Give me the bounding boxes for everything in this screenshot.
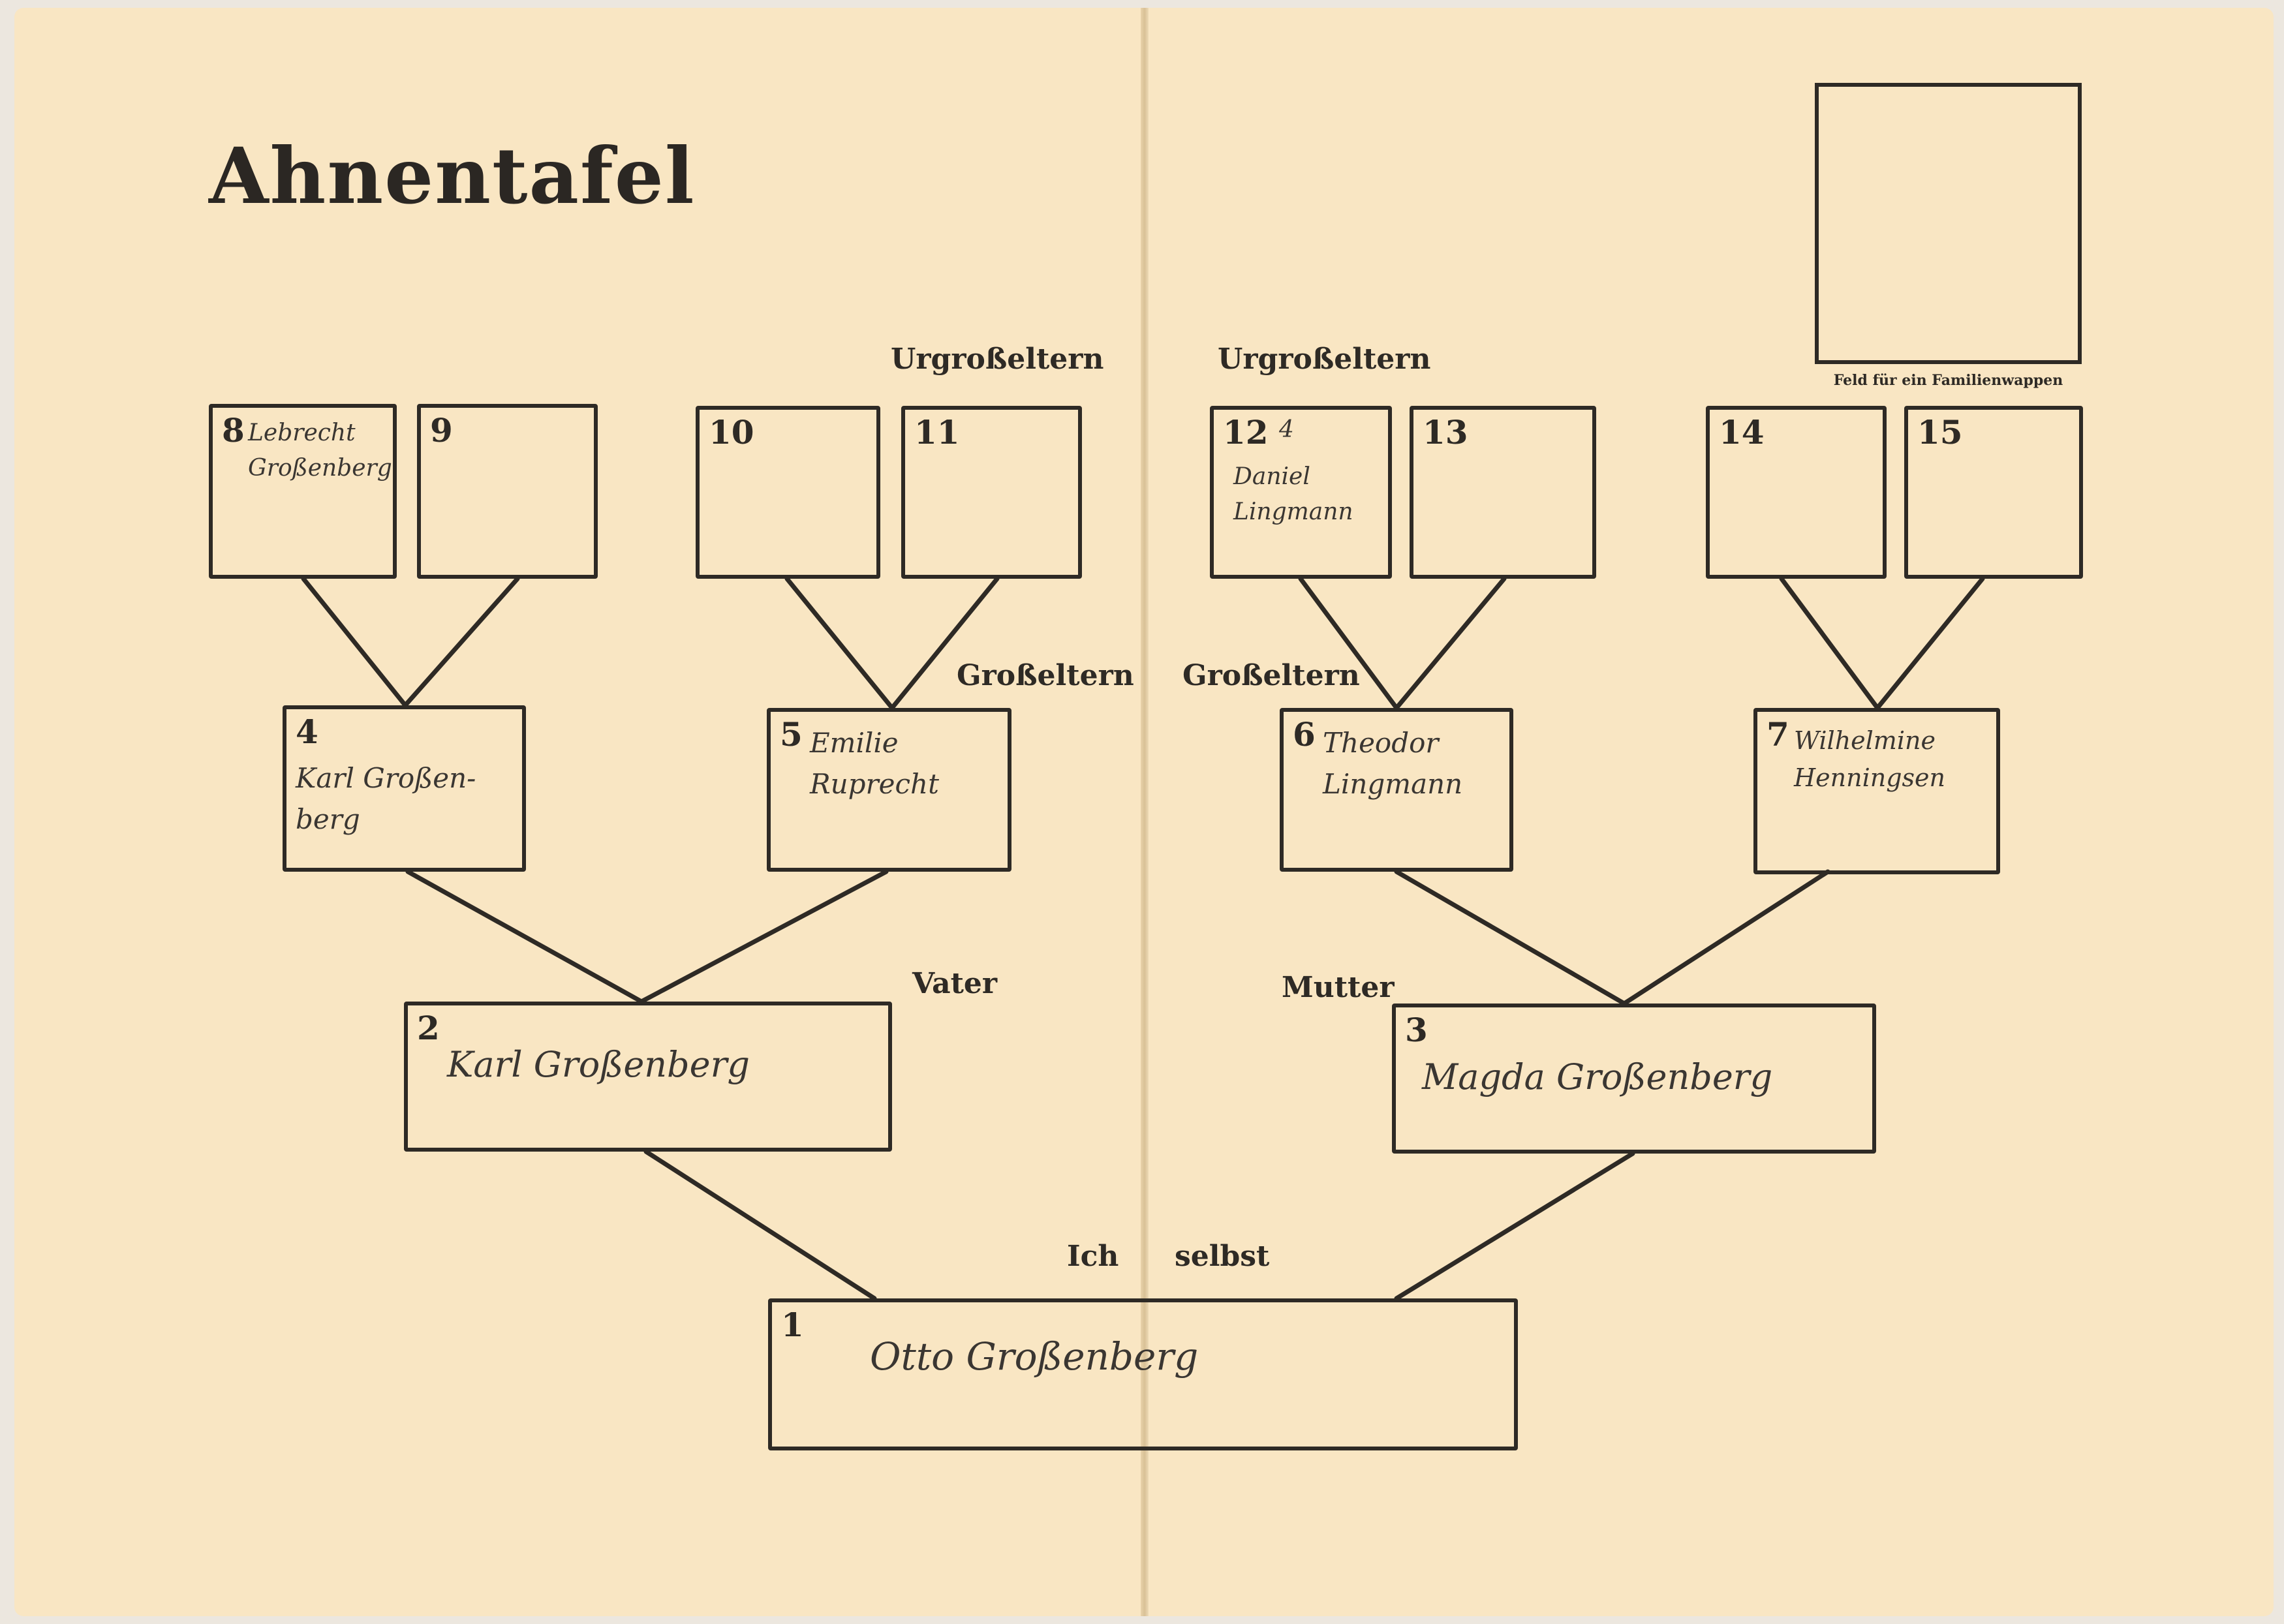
ancestor-name: Karl Großen-berg <box>296 762 476 835</box>
ancestor-box-13: 13 <box>1410 406 1596 579</box>
ancestor-number: 12 <box>1223 413 1269 452</box>
connector-3-to-1 <box>1394 1151 1635 1301</box>
ancestor-box-4: 4 Karl Großen-berg <box>283 705 526 872</box>
ancestor-box-8: 8 Lebrecht Großenberg <box>209 404 397 579</box>
ancestor-name: Karl Großenberg <box>447 1044 750 1085</box>
ancestor-name: Otto Großenberg <box>870 1334 1199 1379</box>
ancestor-number: 3 <box>1405 1011 1428 1049</box>
ancestor-box-5: 5 Emilie Ruprecht <box>767 708 1011 872</box>
label-mother: Mutter <box>1282 971 1395 1004</box>
label-grandparents-left: Großeltern <box>957 659 1134 692</box>
label-father: Vater <box>912 967 998 1000</box>
ancestor-box-2-father: 2 Karl Großenberg <box>404 1002 892 1152</box>
connector-2-3-to-1 <box>643 1149 877 1301</box>
ancestor-name: Emilie Ruprecht <box>810 727 939 800</box>
label-grandparents-right: Großeltern <box>1182 659 1360 692</box>
ancestor-name: Lebrecht Großenberg <box>248 420 392 482</box>
ancestor-box-11: 11 <box>901 406 1082 579</box>
family-crest-field <box>1815 83 2082 364</box>
ancestor-name: Wilhelmine Henningsen <box>1794 726 1945 792</box>
label-great-grandparents-left: Urgroßeltern <box>891 343 1104 376</box>
connector-14-15-to-7 <box>1779 576 1985 712</box>
ancestor-number: 10 <box>709 413 754 452</box>
label-self-ich: Ich <box>1067 1240 1119 1273</box>
crest-caption: Feld für ein Familienwappen <box>1833 372 2063 389</box>
ancestor-number: 13 <box>1423 413 1468 452</box>
ancestor-box-12: 12 4 Daniel Lingmann <box>1210 406 1392 579</box>
right-page <box>1147 8 2274 1616</box>
book-spine <box>1141 8 1149 1616</box>
ancestor-note: 4 <box>1279 416 1294 443</box>
ancestor-number: 4 <box>296 712 318 751</box>
ancestor-name: Daniel Lingmann <box>1233 463 1353 525</box>
ancestor-box-6: 6 Theodor Lingmann <box>1280 708 1513 872</box>
ancestor-box-14: 14 <box>1706 406 1887 579</box>
ancestor-number: 8 <box>222 411 245 450</box>
label-self-selbst: selbst <box>1175 1240 1270 1273</box>
ancestor-box-15: 15 <box>1904 406 2083 579</box>
ancestor-box-10: 10 <box>696 406 880 579</box>
ancestor-number: 15 <box>1917 413 1963 452</box>
page-title: Ahnentafel <box>209 130 696 221</box>
ancestor-number: 5 <box>780 715 803 754</box>
ancestor-box-7: 7 Wilhelmine Henningsen <box>1753 708 2000 874</box>
ancestor-box-1-self: 1 Otto Großenberg <box>768 1298 1518 1450</box>
ancestor-number: 14 <box>1719 413 1765 452</box>
ancestor-number: 11 <box>914 413 960 452</box>
ancestor-number: 7 <box>1767 715 1789 754</box>
ancestor-name: Magda Großenberg <box>1422 1056 1773 1097</box>
label-great-grandparents-right: Urgroßeltern <box>1218 343 1431 376</box>
ancestor-box-9: 9 <box>417 404 598 579</box>
connector-4-5-to-2 <box>405 869 889 1004</box>
connector-6-7-to-3 <box>1394 869 1830 1007</box>
ancestor-box-3-mother: 3 Magda Großenberg <box>1392 1004 1876 1154</box>
ancestor-number: 9 <box>430 411 453 450</box>
ancestor-name: Theodor Lingmann <box>1323 727 1463 800</box>
connector-8-9-to-4 <box>301 576 520 709</box>
ancestor-number: 6 <box>1293 715 1316 754</box>
ancestor-number: 1 <box>781 1306 804 1344</box>
ancestor-number: 2 <box>417 1009 440 1047</box>
left-page <box>14 8 1142 1616</box>
